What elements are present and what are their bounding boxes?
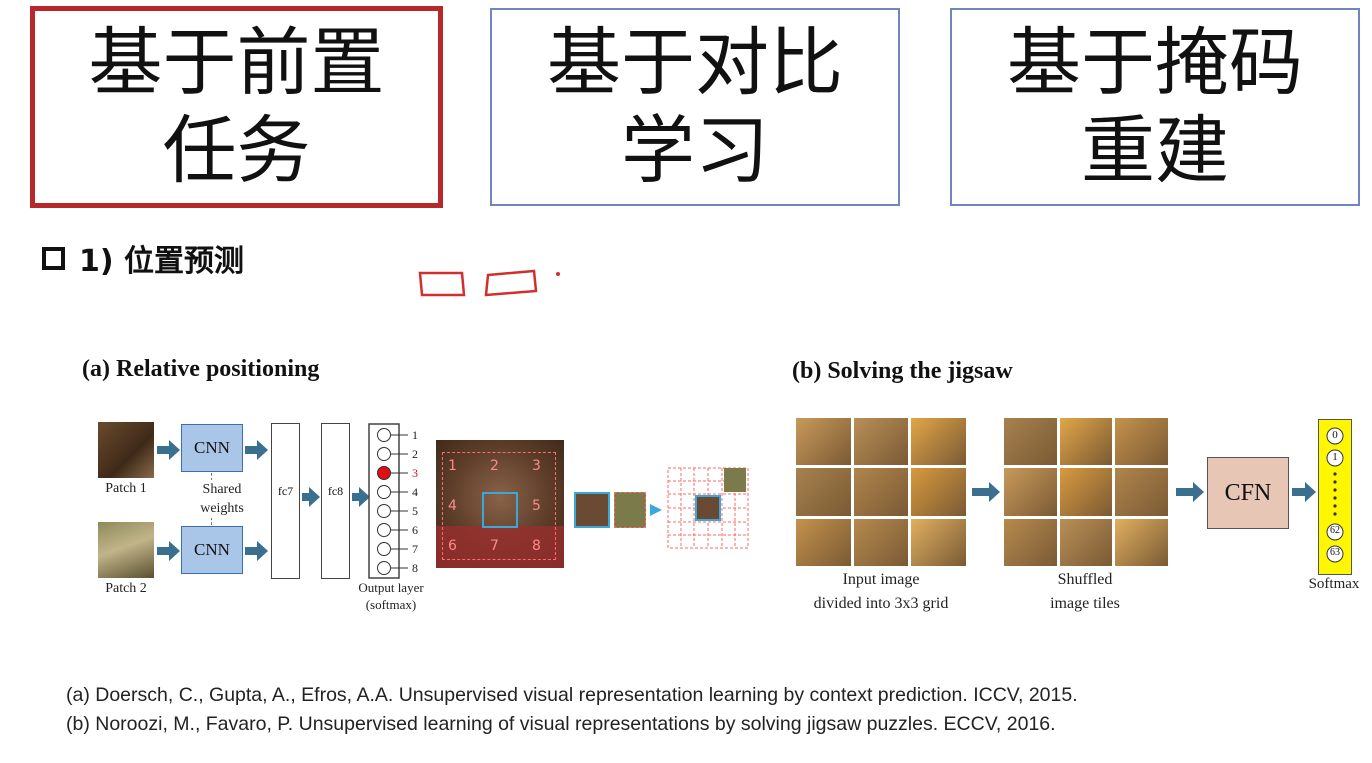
section-heading-text: 1) 位置预测 — [79, 244, 245, 279]
image-tile — [1004, 468, 1057, 516]
output-node — [377, 542, 391, 556]
grid-number: 6 — [448, 538, 457, 554]
grid-number: 7 — [490, 538, 499, 554]
image-tile — [1059, 468, 1113, 516]
category-box-masked-reconstruction: 基于掩码 重建 — [950, 8, 1360, 206]
cfn-block: CFN — [1207, 457, 1289, 529]
output-label: 5 — [412, 504, 418, 518]
image-tile — [1059, 418, 1113, 466]
checkbox-bullet-icon — [42, 246, 65, 270]
output-node — [377, 466, 391, 480]
figure-a-title: (a) Relative positioning — [82, 356, 320, 382]
patch2-label: Patch 2 — [105, 581, 147, 596]
output-label: 2 — [412, 447, 418, 461]
output-layer-label: Output layer (softmax) — [358, 580, 424, 612]
grid-number: 4 — [448, 498, 457, 514]
output-label: 3 — [412, 466, 418, 480]
position-grid — [667, 467, 749, 549]
bear-scarf-region — [436, 526, 564, 568]
grid-number: 5 — [532, 498, 541, 514]
patch-pair-neighbor — [614, 492, 646, 528]
arrow-patch1-cnn — [157, 440, 180, 460]
grid-overlay — [442, 452, 556, 560]
handwritten-annotation — [418, 269, 560, 297]
arrow-cnn-fc7-bottom — [245, 541, 268, 561]
shared-weights-label: Shared weights — [186, 480, 258, 518]
image-tile — [853, 518, 909, 566]
fc8-layer: fc8 — [321, 423, 350, 579]
cnn-block-top: CNN — [181, 424, 243, 472]
arrow-patch2-cnn — [157, 541, 180, 561]
figure-b-title: (b) Solving the jigsaw — [792, 358, 1013, 384]
grid-number: 8 — [532, 538, 541, 554]
input-image-caption: Input image divided into 3x3 grid — [813, 571, 949, 612]
center-patch-highlight — [482, 492, 518, 528]
output-label: 1 — [412, 428, 418, 442]
softmax-node-label: 62 — [1330, 525, 1340, 536]
output-node — [377, 561, 391, 575]
category-label: 基于对比 学习 — [547, 20, 843, 194]
arrow-cnn-fc7-top — [245, 440, 268, 460]
image-tile — [1004, 418, 1057, 466]
image-tile — [1004, 518, 1057, 566]
arrow-shuffled-cfn — [1176, 482, 1204, 502]
bear-grid-image: 1 2 3 4 5 6 7 8 — [436, 440, 564, 568]
image-tile — [1115, 418, 1168, 466]
category-box-pretext-task: 基于前置 任务 — [30, 6, 443, 208]
output-label: 4 — [412, 485, 418, 499]
category-label: 基于掩码 重建 — [1007, 20, 1303, 194]
section-heading: 1) 位置预测 — [42, 240, 244, 279]
output-node — [377, 447, 391, 461]
output-node — [377, 504, 391, 518]
output-label: 7 — [412, 542, 418, 556]
softmax-column: 0 1 62 63 — [1318, 419, 1352, 575]
patch1-image — [98, 422, 154, 478]
image-tile — [1115, 518, 1168, 566]
image-tile — [911, 418, 966, 466]
arrow-cfn-softmax — [1292, 482, 1316, 502]
category-box-contrastive: 基于对比 学习 — [490, 8, 900, 206]
lion-grid-input — [796, 418, 966, 566]
image-tile — [1059, 518, 1113, 566]
reference-b: (b) Noroozi, M., Favaro, P. Unsupervised… — [66, 713, 1056, 735]
image-tile — [1115, 468, 1168, 516]
image-tile — [796, 418, 851, 466]
fc7-layer: fc7 — [271, 423, 300, 579]
output-nodes: 1 2 3 4 5 6 7 8 — [377, 428, 418, 575]
patch-pair-center — [574, 492, 610, 528]
arrow-fc7-fc8 — [302, 487, 320, 507]
image-tile — [796, 468, 851, 516]
output-label: 6 — [412, 523, 418, 537]
category-label: 基于前置 任务 — [88, 20, 385, 194]
output-node — [377, 485, 391, 499]
arrow-small-icon — [650, 504, 662, 516]
image-tile — [796, 518, 851, 566]
image-tile — [853, 468, 909, 516]
output-node — [377, 523, 391, 537]
grid-number: 2 — [490, 458, 499, 474]
shuffled-tiles-caption: Shuffled image tiles — [1050, 571, 1120, 612]
image-tile — [911, 518, 966, 566]
arrow-input-shuffled — [972, 482, 1000, 502]
arrow-fc8-output — [352, 487, 370, 507]
softmax-node-label: 0 — [1332, 429, 1338, 441]
softmax-label: Softmax — [1308, 576, 1360, 592]
patch1-label: Patch 1 — [105, 481, 147, 496]
lion-grid-shuffled — [1004, 418, 1168, 566]
reference-a: (a) Doersch, C., Gupta, A., Efros, A.A. … — [66, 684, 1078, 706]
image-tile — [853, 418, 909, 466]
softmax-node-label: 1 — [1332, 451, 1338, 463]
softmax-node-label: 63 — [1330, 547, 1340, 558]
patch2-image — [98, 522, 154, 578]
output-node — [377, 428, 391, 442]
cnn-block-bottom: CNN — [181, 526, 243, 574]
grid-number: 3 — [532, 458, 541, 474]
softmax-nodes — [1326, 427, 1344, 563]
grid-number: 1 — [448, 458, 457, 474]
output-label: 8 — [412, 561, 418, 575]
image-tile — [911, 468, 966, 516]
